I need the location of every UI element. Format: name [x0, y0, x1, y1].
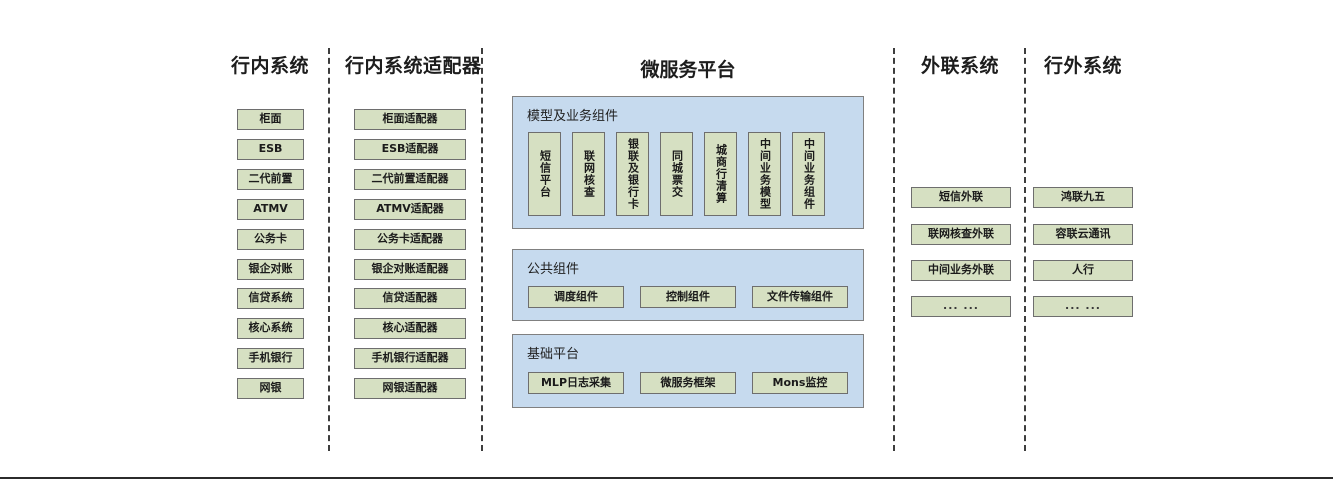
column-divider-3: [893, 48, 895, 451]
node-internal-counter[interactable]: 柜面: [237, 109, 304, 130]
node-outside-ronglian-cloud[interactable]: 容联云通讯: [1033, 224, 1133, 245]
node-networked-verification[interactable]: 联网核查: [572, 132, 605, 216]
node-intermediary-business-model[interactable]: 中间业务模型: [748, 132, 781, 216]
node-adapter-esb[interactable]: ESB适配器: [354, 139, 466, 160]
panel-base-platform: 基础平台: [512, 334, 864, 408]
node-adapter-core[interactable]: 核心适配器: [354, 318, 466, 339]
node-internal-esb[interactable]: ESB: [237, 139, 304, 160]
node-internal-core-system[interactable]: 核心系统: [237, 318, 304, 339]
column-title-internal-systems: 行内系统: [230, 55, 309, 77]
node-adapter-mobile-banking[interactable]: 手机银行适配器: [354, 348, 466, 369]
node-scheduling-component[interactable]: 调度组件: [528, 286, 624, 308]
column-divider-1: [328, 48, 330, 451]
node-adapter-second-gen-frontend[interactable]: 二代前置适配器: [354, 169, 466, 190]
column-divider-2: [481, 48, 483, 451]
page-bottom-rule: [0, 477, 1333, 479]
node-outside-honglian-9500[interactable]: 鸿联九五: [1033, 187, 1133, 208]
node-internal-official-card[interactable]: 公务卡: [237, 229, 304, 250]
column-title-outside-bank-systems: 行外系统: [1043, 55, 1122, 77]
node-mons-monitoring[interactable]: Mons监控: [752, 372, 848, 394]
node-file-transfer-component[interactable]: 文件传输组件: [752, 286, 848, 308]
node-local-bill-exchange[interactable]: 同城票交: [660, 132, 693, 216]
node-intermediary-business-component[interactable]: 中间业务组件: [792, 132, 825, 216]
node-outside-pboc[interactable]: 人行: [1033, 260, 1133, 281]
column-title-external-link-systems: 外联系统: [920, 55, 999, 77]
node-external-networked-verification[interactable]: 联网核查外联: [911, 224, 1011, 245]
node-adapter-online-banking[interactable]: 网银适配器: [354, 378, 466, 399]
panel-title-model-and-business-components: 模型及业务组件: [527, 109, 619, 124]
node-adapter-counter[interactable]: 柜面适配器: [354, 109, 466, 130]
node-unionpay-and-bankcard[interactable]: 银联及银行卡: [616, 132, 649, 216]
node-internal-online-banking[interactable]: 网银: [237, 378, 304, 399]
node-adapter-official-card[interactable]: 公务卡适配器: [354, 229, 466, 250]
node-adapter-credit[interactable]: 信贷适配器: [354, 288, 466, 309]
node-internal-bank-enterprise-reconciliation[interactable]: 银企对账: [237, 259, 304, 280]
node-internal-credit-system[interactable]: 信贷系统: [237, 288, 304, 309]
panel-title-base-platform: 基础平台: [527, 347, 580, 362]
node-adapter-bank-enterprise-reconciliation[interactable]: 银企对账适配器: [354, 259, 466, 280]
node-external-intermediary-business[interactable]: 中间业务外联: [911, 260, 1011, 281]
column-divider-4: [1024, 48, 1026, 451]
node-adapter-atmv[interactable]: ATMV适配器: [354, 199, 466, 220]
panel-title-public-components: 公共组件: [527, 262, 580, 277]
node-outside-more[interactable]: ... ...: [1033, 296, 1133, 317]
node-external-more[interactable]: ... ...: [911, 296, 1011, 317]
panel-public-components: 公共组件: [512, 249, 864, 321]
node-mlp-log-collection[interactable]: MLP日志采集: [528, 372, 624, 394]
node-control-component[interactable]: 控制组件: [640, 286, 736, 308]
node-internal-mobile-banking[interactable]: 手机银行: [237, 348, 304, 369]
node-city-commercial-bank-clearing[interactable]: 城商行清算: [704, 132, 737, 216]
platform-title: 微服务平台: [640, 59, 736, 81]
node-sms-platform[interactable]: 短信平台: [528, 132, 561, 216]
node-internal-atmv[interactable]: ATMV: [237, 199, 304, 220]
node-external-sms[interactable]: 短信外联: [911, 187, 1011, 208]
column-title-internal-system-adapters: 行内系统适配器: [345, 55, 482, 77]
node-microservice-framework[interactable]: 微服务框架: [640, 372, 736, 394]
node-internal-second-gen-frontend[interactable]: 二代前置: [237, 169, 304, 190]
